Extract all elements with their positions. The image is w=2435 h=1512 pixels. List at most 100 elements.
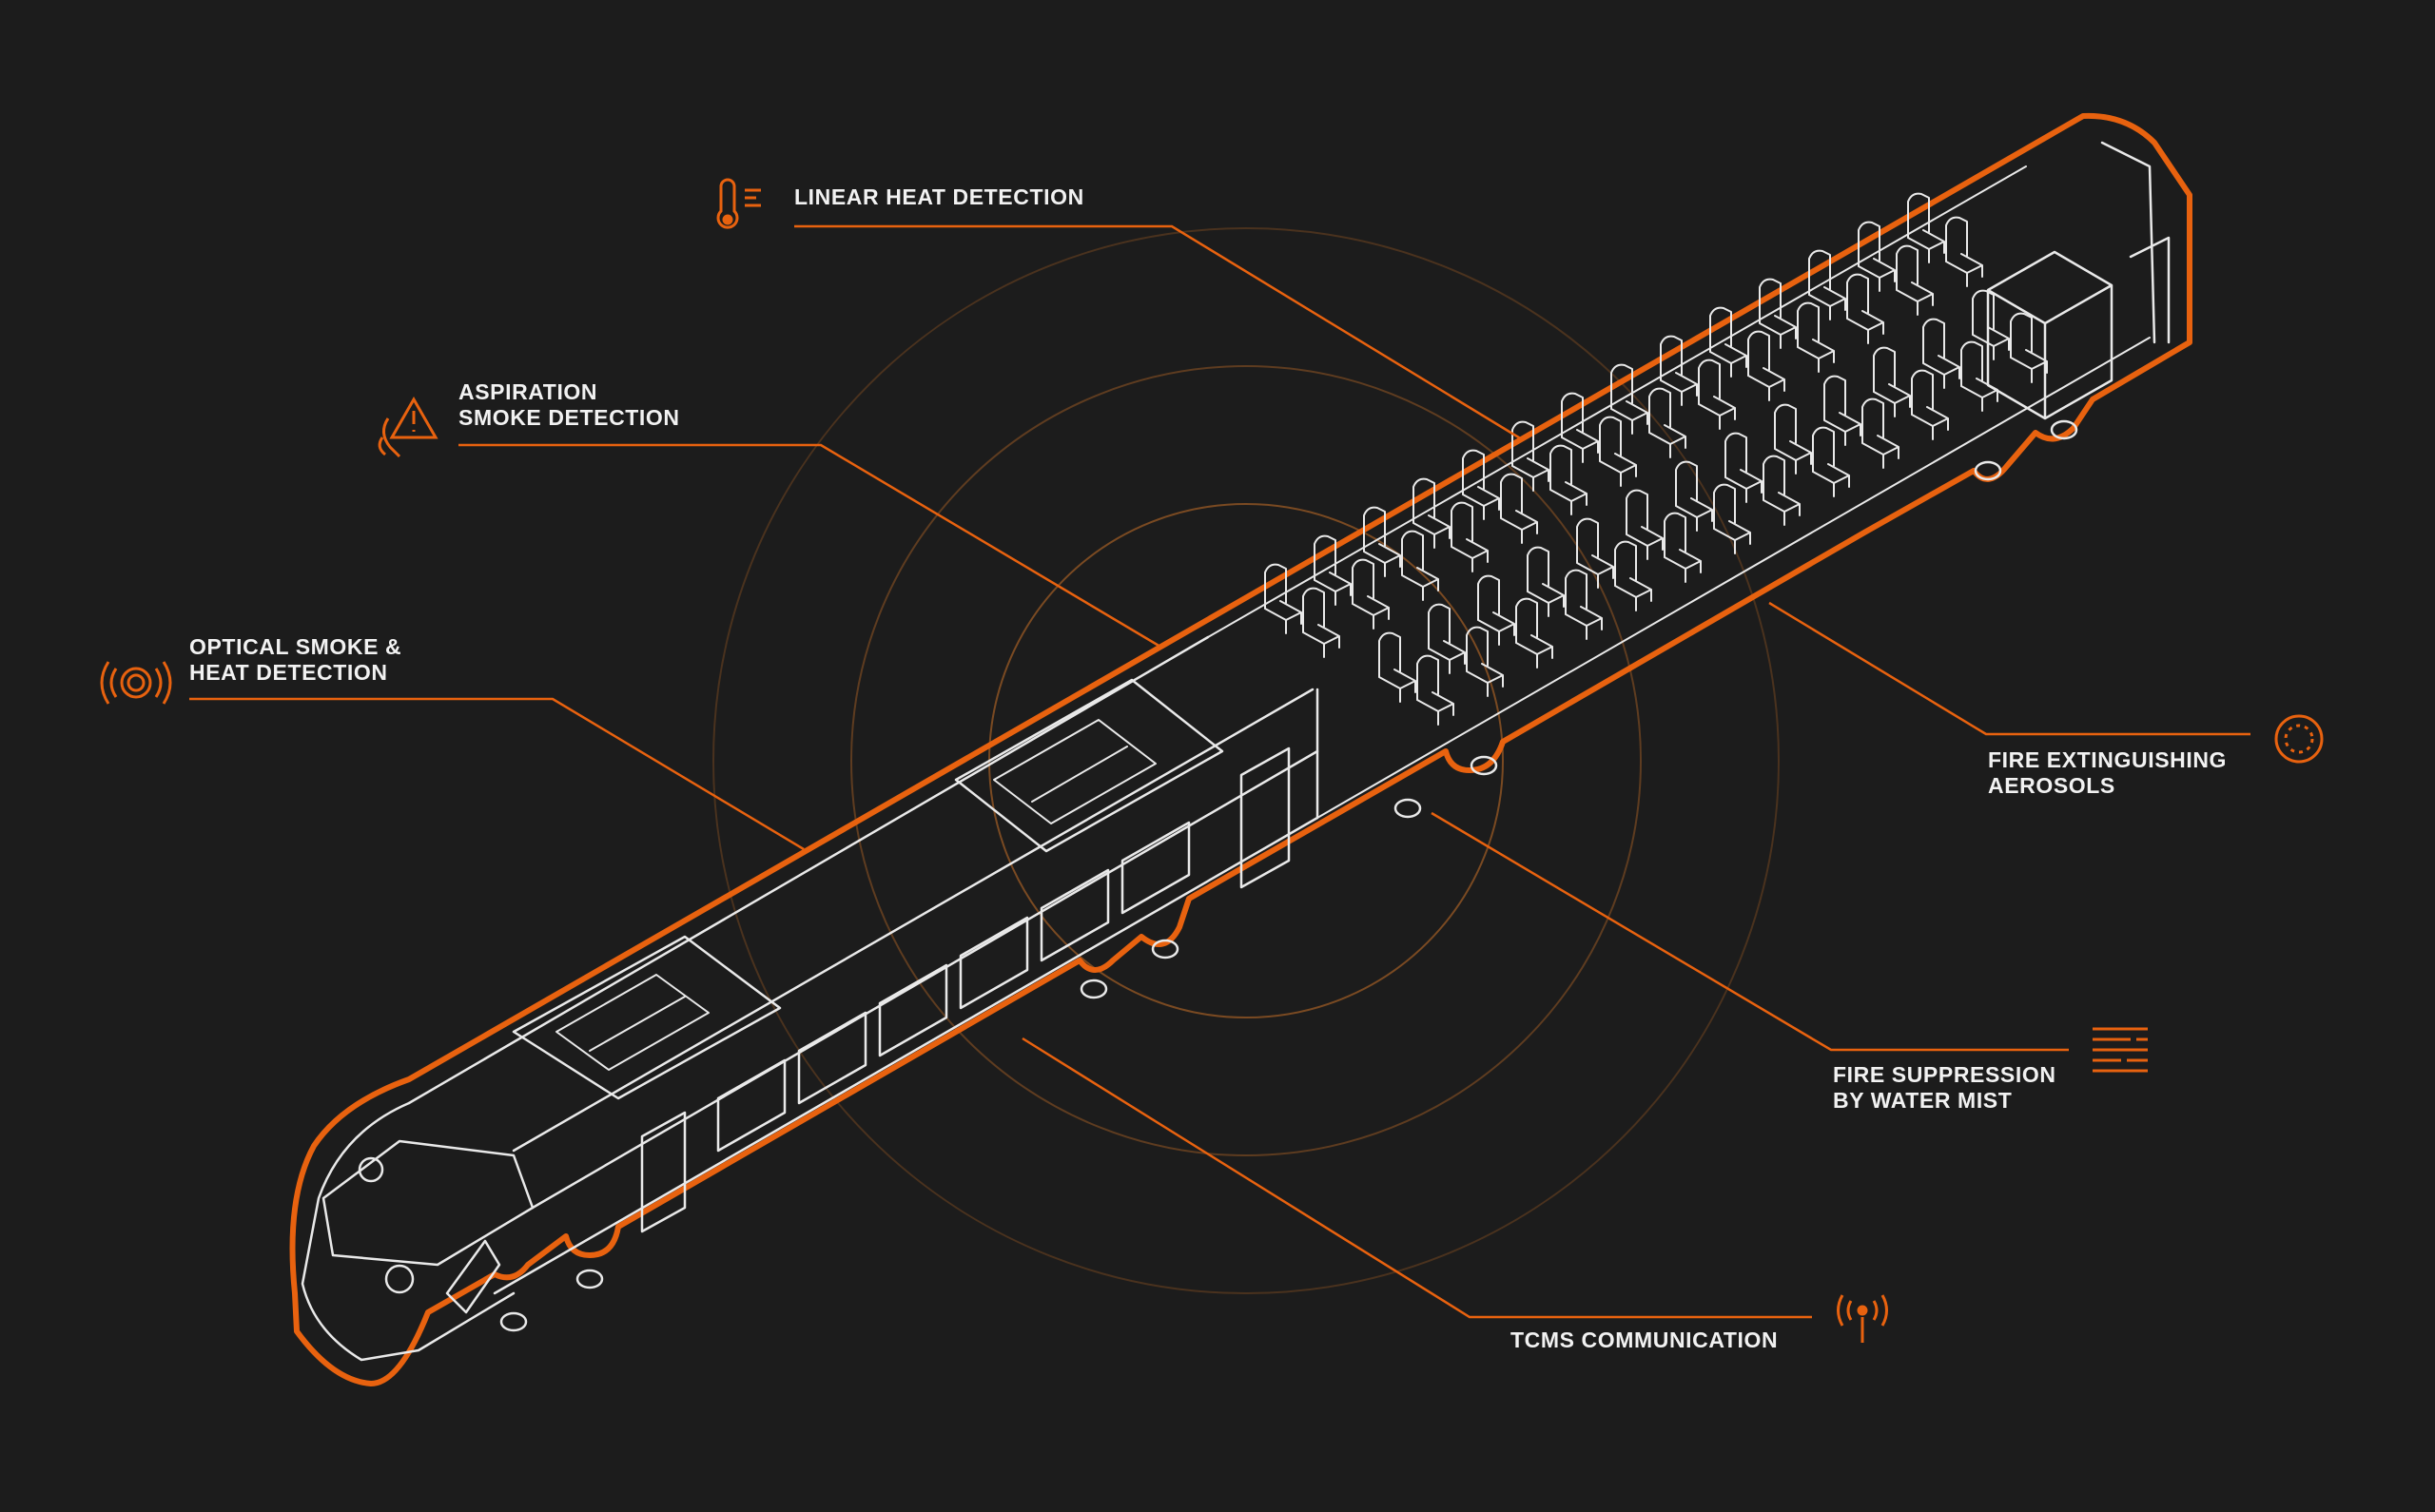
- rear-partition: [2100, 141, 2171, 344]
- seat: [1896, 244, 1934, 316]
- roof-unit-rear: [954, 678, 1224, 853]
- train-cab-nose: [301, 1101, 516, 1362]
- seat: [1759, 278, 1797, 349]
- train-roof-line: [407, 635, 1210, 1105]
- signal-sensor-icon: [100, 661, 172, 705]
- seat: [1648, 387, 1686, 458]
- seat: [1549, 444, 1588, 515]
- antenna-icon: [1837, 1294, 1888, 1343]
- detection-ring-middle: [850, 365, 1642, 1156]
- seat: [1861, 397, 1899, 469]
- seat: [1812, 426, 1850, 497]
- seat: [2010, 312, 2048, 383]
- train-lower-lamp: [384, 1264, 415, 1294]
- rear-equipment-cabinet: [1986, 250, 2114, 420]
- smoke-alarm-icon: [378, 396, 438, 458]
- water-mist-icon: [2093, 1027, 2148, 1073]
- seat: [1808, 249, 1846, 320]
- seat: [1428, 603, 1466, 674]
- train-body-top-line: [512, 688, 1315, 1153]
- seat: [1945, 216, 1983, 287]
- label-tcms-communication: TCMS COMMUNICATION: [1510, 1328, 1778, 1353]
- seat: [1614, 540, 1652, 611]
- train-door-rear: [1239, 746, 1291, 889]
- roof-unit-front-grille: [555, 974, 710, 1071]
- label-optical-smoke-heat-detection: OPTICAL SMOKE & HEAT DETECTION: [189, 634, 401, 686]
- seat: [1416, 654, 1454, 726]
- seat: [1911, 369, 1949, 440]
- seat: [1922, 318, 1960, 389]
- seat: [1477, 574, 1515, 646]
- label-line: HEAT DETECTION: [189, 660, 388, 685]
- seat: [1858, 221, 1896, 292]
- label-fire-suppression-water-mist: FIRE SUPPRESSION BY WATER MIST: [1833, 1062, 2056, 1114]
- seat: [1378, 631, 1416, 703]
- train-cutaway-floor-line: [1316, 337, 2151, 819]
- seat: [1576, 517, 1614, 589]
- train-body-bottom-line: [493, 816, 1319, 1295]
- leader-line-aerosols: [1768, 601, 2250, 736]
- label-line: FIRE SUPPRESSION: [1833, 1062, 2056, 1087]
- leader-line-aspiration: [458, 443, 1161, 649]
- label-line: OPTICAL SMOKE &: [189, 634, 402, 659]
- roof-unit-front: [512, 935, 782, 1100]
- seat: [1846, 273, 1884, 344]
- train-cab-side-window: [445, 1239, 501, 1314]
- leader-line-optical: [189, 697, 805, 851]
- seat: [1972, 289, 2010, 360]
- seat: [1626, 489, 1664, 560]
- seat: [1462, 449, 1500, 520]
- seat: [1500, 473, 1538, 544]
- leader-line-water-mist: [1431, 811, 2069, 1052]
- train-orange-outline: [289, 112, 2192, 1386]
- detection-ring-outer: [712, 227, 1780, 1294]
- label-aspiration-smoke-detection: ASPIRATION SMOKE DETECTION: [458, 379, 680, 431]
- seat: [1302, 587, 1340, 658]
- seat: [1264, 563, 1302, 634]
- seat: [1352, 558, 1390, 630]
- leader-line-linear-heat: [794, 224, 1523, 441]
- label-line: FIRE EXTINGUISHING: [1988, 747, 2228, 772]
- roof-unit-rear-grille: [993, 719, 1157, 824]
- seat: [1774, 403, 1812, 475]
- wheel: [499, 1311, 528, 1332]
- seat: [1466, 626, 1504, 697]
- leader-lines: [189, 224, 2250, 1319]
- seat: [1724, 432, 1763, 503]
- label-linear-heat-detection: LINEAR HEAT DETECTION: [794, 184, 1084, 210]
- seat: [1960, 340, 1998, 412]
- thermometer-icon: [716, 178, 761, 229]
- label-fire-extinguishing-aerosols: FIRE EXTINGUISHING AEROSOLS: [1988, 747, 2227, 799]
- seat: [1511, 420, 1549, 492]
- seat: [1660, 335, 1698, 406]
- label-line: SMOKE DETECTION: [458, 405, 680, 430]
- train-cutaway-back-wall: [1207, 165, 2027, 638]
- train-body-belt-line: [531, 749, 1319, 1210]
- detection-rings: [712, 227, 1780, 1294]
- aerosol-ring-icon: [2274, 714, 2324, 764]
- label-line: TCMS COMMUNICATION: [1510, 1328, 1779, 1352]
- seat: [1565, 569, 1603, 640]
- train-headlight: [358, 1156, 384, 1183]
- seat: [1907, 192, 1945, 263]
- seat: [1515, 597, 1553, 669]
- seat: [1873, 346, 1911, 417]
- wheel: [1151, 939, 1179, 960]
- label-line: BY WATER MIST: [1833, 1088, 2013, 1113]
- seat: [1527, 546, 1565, 617]
- train: [289, 112, 2192, 1386]
- label-line: AEROSOLS: [1988, 773, 2115, 798]
- seat: [1797, 301, 1835, 373]
- wheel: [1393, 798, 1422, 819]
- seat: [1823, 375, 1861, 446]
- wheel: [575, 1269, 604, 1289]
- train-door-front: [640, 1111, 687, 1233]
- seat: [1314, 534, 1352, 606]
- train-side-windows: [716, 821, 1191, 1153]
- seat: [1610, 363, 1648, 435]
- bogie-wheels: [499, 419, 2078, 1332]
- seat: [1451, 501, 1489, 572]
- seat: [1698, 359, 1736, 430]
- seat: [1599, 416, 1637, 487]
